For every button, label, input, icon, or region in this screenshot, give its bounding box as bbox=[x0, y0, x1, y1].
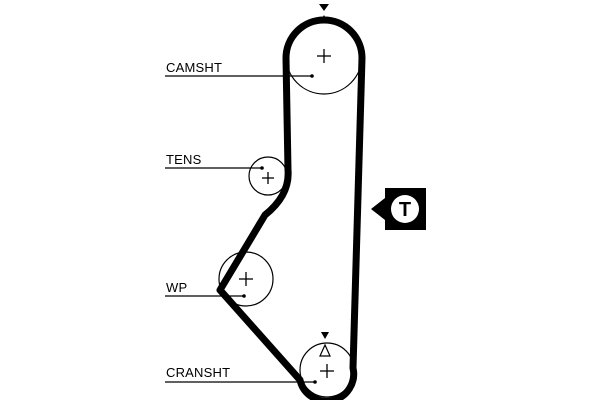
crankshaft-leader-line bbox=[165, 380, 317, 384]
camshaft-center-cross-icon bbox=[317, 49, 331, 63]
timing-belt bbox=[216, 16, 366, 400]
tensioner-marker-letter: T bbox=[399, 199, 411, 221]
camshaft-label: CAMSHT bbox=[166, 60, 222, 75]
crankshaft-center-cross-icon bbox=[320, 364, 334, 378]
crankshaft-label: CRANSHT bbox=[166, 365, 230, 380]
tensioner-pulley bbox=[248, 156, 288, 196]
water-pump-label: WP bbox=[166, 280, 187, 295]
tensioner-direction-marker: T bbox=[371, 188, 426, 230]
crankshaft-timing-mark-icon bbox=[319, 332, 331, 357]
tensioner-center-cross-icon bbox=[262, 172, 274, 184]
tensioner-label: TENS bbox=[166, 152, 202, 167]
water-pump-leader-line bbox=[165, 294, 246, 298]
crankshaft-pulley bbox=[299, 342, 355, 398]
camshaft-leader-line bbox=[165, 74, 314, 78]
tensioner-leader-line bbox=[165, 166, 264, 170]
water-pump-center-cross-icon bbox=[239, 272, 253, 286]
camshaft-timing-mark-icon bbox=[319, 4, 329, 22]
